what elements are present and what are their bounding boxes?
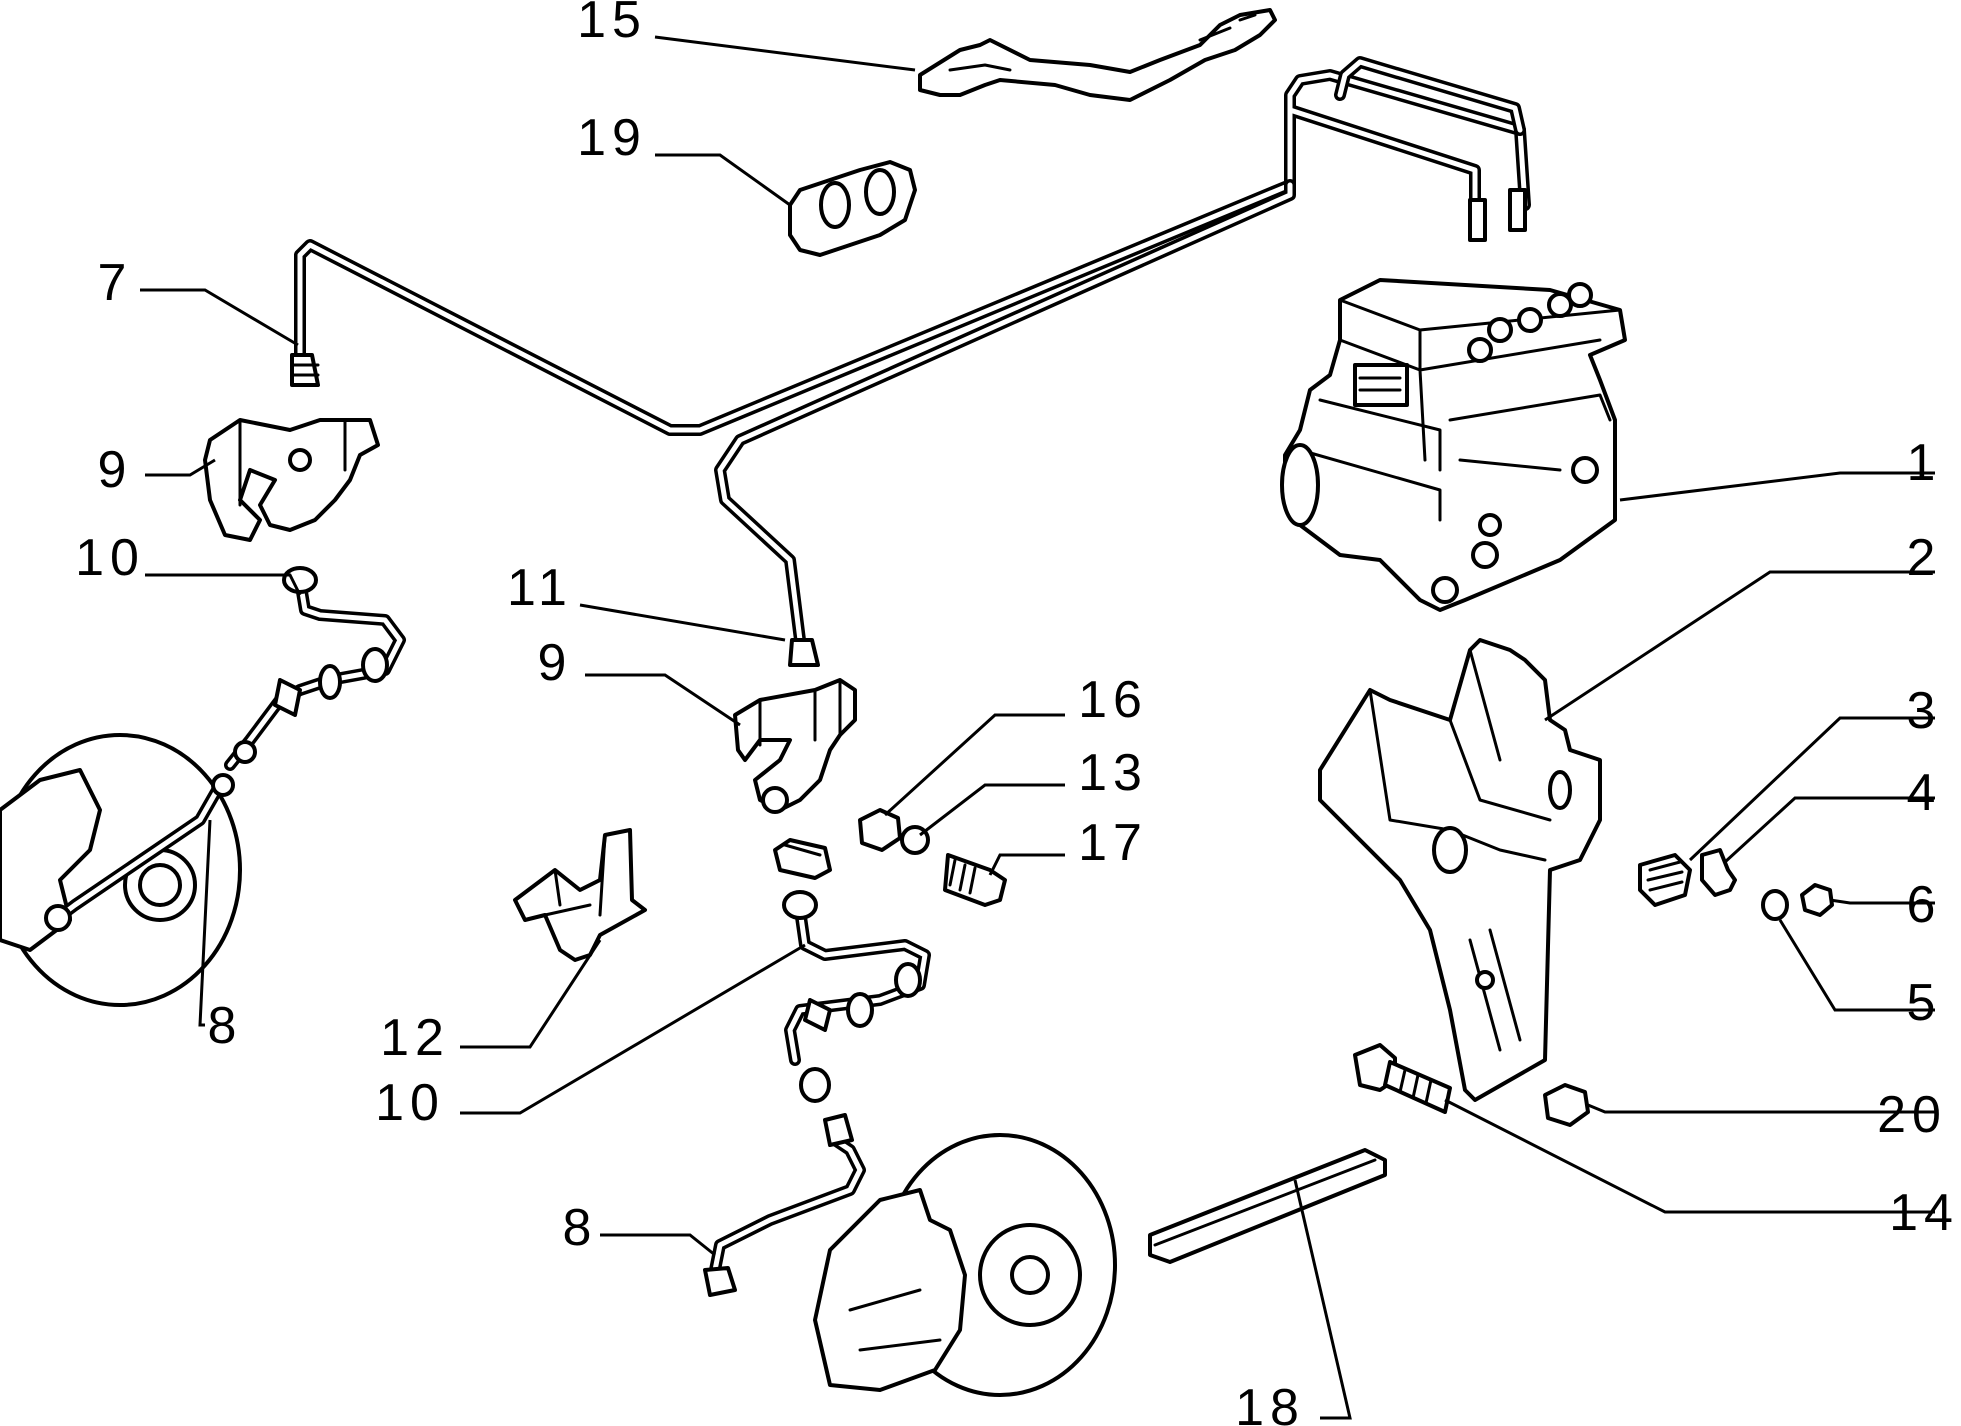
part-2-abs-bracket xyxy=(1318,638,1602,1102)
part-19-pipe-clip xyxy=(788,160,917,257)
callout-20: 20 xyxy=(1877,1086,1947,1144)
part-7-pipe-union xyxy=(290,353,320,387)
center-bracket-and-hose xyxy=(703,638,931,1297)
callout-8-left: 8 xyxy=(208,997,243,1055)
brake-pipes xyxy=(294,56,1531,646)
part-14-bolt-shank xyxy=(1383,1060,1452,1114)
part-1-abs-hydraulic-unit xyxy=(1280,188,1627,612)
part-18-rubber-strip xyxy=(1148,1148,1387,1264)
part-16-nut xyxy=(858,808,902,852)
part-17-bolt xyxy=(943,853,1007,907)
callout-5: 5 xyxy=(1907,974,1942,1032)
callout-8-center: 8 xyxy=(563,1199,598,1257)
callout-9-center: 9 xyxy=(538,634,573,692)
callout-1: 1 xyxy=(1907,434,1942,492)
callout-13: 13 xyxy=(1078,744,1148,802)
callout-2: 2 xyxy=(1907,529,1942,587)
part-3-rubber-bush xyxy=(1638,853,1692,907)
leader-lines xyxy=(140,35,1935,1420)
callout-10-center: 10 xyxy=(375,1074,445,1132)
part-12-hose-clip xyxy=(513,828,647,962)
callout-labels: 1 2 3 4 5 6 7 8 8 9 9 10 10 11 12 13 14 … xyxy=(75,0,1959,1426)
callout-11: 11 xyxy=(507,559,573,617)
callout-18: 18 xyxy=(1235,1379,1305,1426)
callout-14: 14 xyxy=(1889,1184,1959,1242)
callout-15: 15 xyxy=(577,0,647,49)
part-15-pipe-bracket xyxy=(918,8,1277,102)
callout-9-left: 9 xyxy=(98,441,133,499)
callout-17: 17 xyxy=(1078,814,1148,872)
callout-19: 19 xyxy=(577,109,647,167)
part-5-washer xyxy=(1761,889,1789,921)
callout-3: 3 xyxy=(1907,682,1942,740)
part-4-stud xyxy=(1700,848,1737,897)
parts-14-20-bolt-and-nut xyxy=(1353,1043,1590,1127)
parts-13-16-17-fasteners xyxy=(858,808,1007,907)
part-6-nut xyxy=(1800,883,1834,917)
callout-7: 7 xyxy=(98,254,133,312)
part-9-left-hose-bracket xyxy=(203,418,380,542)
part-20-nut xyxy=(1543,1083,1590,1127)
parts-3-4-5-6-mount-hardware xyxy=(1638,848,1834,921)
callout-4: 4 xyxy=(1907,764,1942,822)
right-wheel-brake-assembly xyxy=(813,1133,1117,1397)
left-brake-hose xyxy=(44,566,406,932)
callout-10-left: 10 xyxy=(75,529,145,587)
callout-12: 12 xyxy=(380,1009,450,1067)
callout-6: 6 xyxy=(1907,876,1942,934)
callout-16: 16 xyxy=(1078,671,1148,729)
abs-ports xyxy=(1467,188,1593,363)
